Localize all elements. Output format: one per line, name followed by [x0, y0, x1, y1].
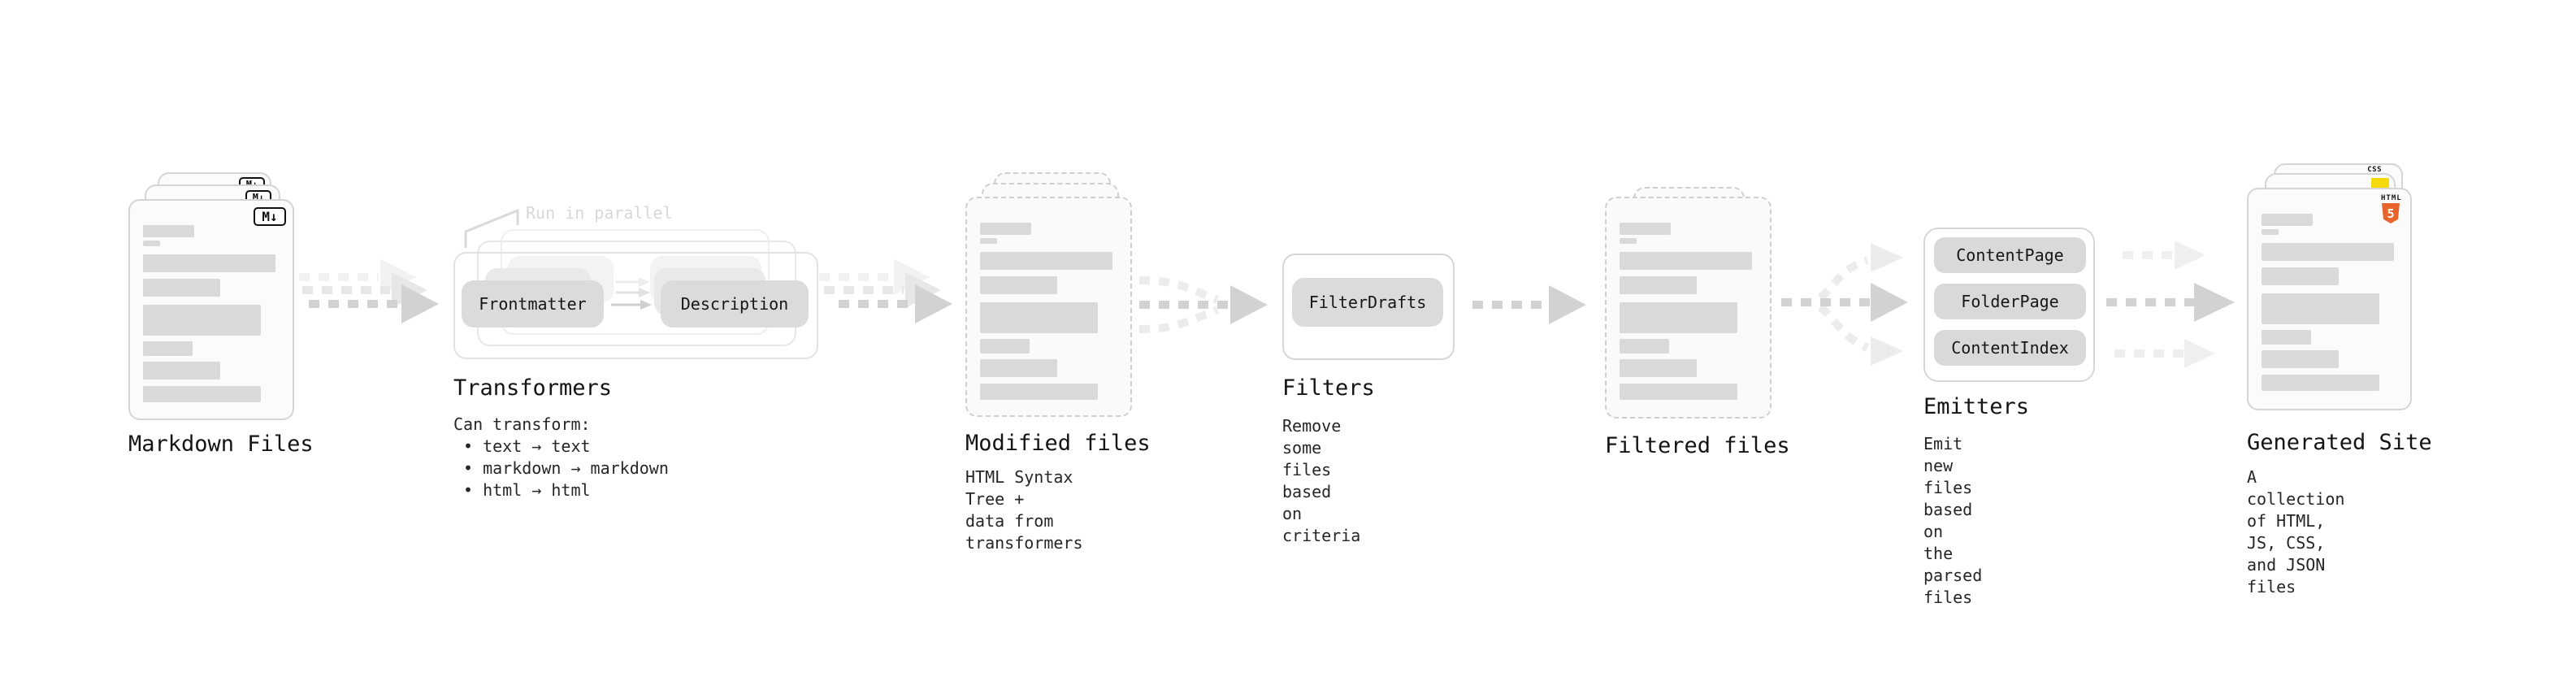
arrow-markdown-to-transformers: [299, 259, 439, 323]
stage-label-markdown-files: Markdown Files: [128, 432, 314, 457]
doc-text-line: [980, 302, 1098, 333]
stage-label-modified-files: Modified files: [965, 431, 1151, 456]
arrow-filters-to-filtered: [1472, 285, 1586, 324]
stage-label-filters: Filters: [1282, 375, 1375, 401]
modified-files-caption: HTML Syntax Tree + data from transformer…: [965, 467, 1083, 553]
emitter-chip-contentpage: ContentPage: [1934, 237, 2086, 273]
doc-text-line: [1620, 238, 1637, 244]
doc-text-line: [2262, 243, 2394, 261]
modified-file-sheet-front: [965, 197, 1132, 417]
emitters-frame: ContentPage FolderPage ContentIndex: [1923, 228, 2095, 382]
doc-text-line: [980, 359, 1057, 377]
generated-sheet-html: HTML 5: [2247, 188, 2412, 410]
transformer-chip-frontmatter: Frontmatter: [462, 280, 604, 327]
stage-label-transformers: Transformers: [453, 375, 613, 401]
doc-text-line: [1620, 384, 1737, 400]
caption-bullet: • text → text: [463, 436, 591, 456]
filter-chip-filterdrafts: FilterDrafts: [1292, 278, 1443, 327]
doc-text-line: [2262, 214, 2313, 226]
transformers-caption: Can transform: • text → text • markdown …: [453, 414, 669, 501]
doc-text-line: [2262, 330, 2311, 345]
doc-text-line: [143, 362, 220, 380]
stage-label-generated-site: Generated Site: [2247, 430, 2432, 455]
transformer-chip-description: Description: [661, 280, 809, 327]
emitter-chip-contentindex: ContentIndex: [1934, 330, 2086, 366]
arrow-modified-to-filters: [1138, 276, 1268, 333]
doc-text-line: [1620, 276, 1697, 294]
doc-text-line: [980, 252, 1112, 270]
stage-label-emitters: Emitters: [1923, 394, 2030, 419]
doc-text-line: [980, 223, 1031, 235]
doc-text-line: [980, 238, 997, 244]
caption-line: Can transform:: [453, 414, 591, 434]
arrow-transformers-to-modified: [819, 259, 952, 323]
arrow-filtered-to-emitters: [1781, 243, 1908, 366]
markdown-icon: M↓: [254, 207, 286, 226]
arrow-emitters-to-generated: [2106, 241, 2235, 368]
doc-text-line: [980, 276, 1057, 294]
caption-bullet: • markdown → markdown: [463, 458, 669, 478]
doc-text-line: [143, 241, 160, 246]
doc-text-line: [980, 384, 1098, 400]
doc-text-line: [1620, 359, 1697, 377]
markdown-file-sheet-front: M↓: [128, 199, 294, 420]
html5-icon-label: HTML: [2381, 194, 2402, 202]
caption-bullet: • html → html: [463, 480, 591, 500]
doc-text-line: [2262, 375, 2379, 391]
filtered-file-sheet-front: [1605, 197, 1772, 419]
emitters-caption: Emit new files based on the parsed files: [1923, 434, 1983, 607]
doc-text-line: [143, 305, 261, 336]
doc-text-line: [1620, 223, 1671, 235]
generated-site-caption: A collection of HTML, JS, CSS, and JSON …: [2247, 467, 2345, 596]
stage-label-filtered-files: Filtered files: [1605, 433, 1790, 458]
run-in-parallel-note: Run in parallel: [526, 203, 673, 223]
doc-text-line: [143, 279, 220, 297]
transformer-frame-front: [453, 252, 818, 359]
doc-text-line: [143, 225, 194, 237]
html5-icon: HTML 5: [2381, 194, 2402, 223]
doc-text-line: [143, 341, 193, 356]
doc-text-line: [1620, 339, 1669, 354]
doc-text-line: [143, 254, 275, 272]
doc-text-line: [1620, 252, 1752, 270]
doc-text-line: [2262, 267, 2339, 285]
html5-shield: 5: [2382, 203, 2400, 223]
doc-text-line: [1620, 302, 1737, 333]
emitter-chip-folderpage: FolderPage: [1934, 284, 2086, 319]
filters-caption: Remove some files based on criteria: [1282, 416, 1361, 545]
doc-text-line: [980, 339, 1030, 354]
doc-text-line: [143, 386, 261, 402]
filters-frame: FilterDrafts: [1282, 254, 1455, 360]
doc-text-line: [2262, 293, 2379, 324]
doc-text-line: [2262, 229, 2279, 235]
doc-text-line: [2262, 350, 2339, 368]
